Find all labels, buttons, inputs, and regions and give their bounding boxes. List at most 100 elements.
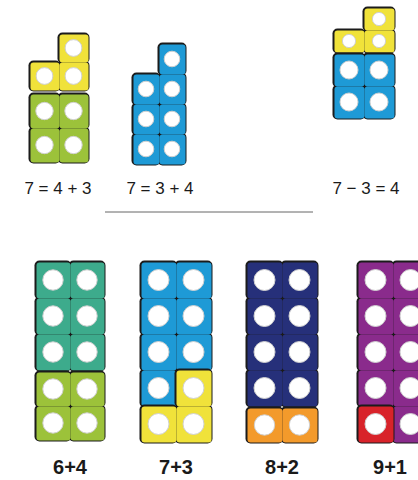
piece-fill bbox=[365, 87, 395, 119]
piece-fill bbox=[359, 263, 394, 299]
piece-hole bbox=[400, 306, 418, 327]
piece-outline bbox=[69, 371, 106, 408]
piece-hole bbox=[43, 306, 63, 326]
piece-hole bbox=[148, 306, 169, 327]
piece-fill bbox=[31, 95, 60, 129]
piece-fill bbox=[60, 63, 89, 91]
piece-hole bbox=[138, 141, 154, 157]
piece-fill bbox=[37, 299, 71, 335]
piece-fill bbox=[283, 409, 318, 443]
piece-outline bbox=[175, 333, 213, 372]
piece-outline bbox=[58, 33, 90, 64]
piece-hole bbox=[138, 111, 154, 127]
piece-hole bbox=[164, 111, 180, 127]
piece-outline bbox=[158, 73, 187, 106]
piece-hole bbox=[36, 102, 53, 119]
piece-outline bbox=[140, 261, 178, 300]
piece-hole bbox=[400, 342, 418, 363]
piece-outline bbox=[69, 297, 106, 336]
piece-outline bbox=[69, 261, 106, 300]
piece-fill bbox=[142, 335, 177, 371]
numicon-piece bbox=[35, 261, 106, 372]
piece-fill bbox=[359, 335, 394, 371]
piece-outline bbox=[363, 29, 396, 54]
piece-hole bbox=[289, 415, 309, 435]
piece-fill bbox=[359, 299, 394, 335]
piece-hole bbox=[254, 378, 275, 399]
piece-outline bbox=[158, 133, 187, 166]
piece-fill bbox=[160, 135, 186, 165]
equation-caption: 7 = 3 + 4 bbox=[126, 180, 193, 199]
piece-fill bbox=[142, 371, 177, 407]
piece-hole bbox=[365, 342, 386, 363]
piece-outline bbox=[363, 53, 396, 88]
piece-hole bbox=[372, 34, 385, 47]
piece-outline bbox=[132, 103, 161, 136]
piece-hole bbox=[148, 378, 169, 399]
piece-fill bbox=[394, 263, 418, 299]
piece-hole bbox=[164, 51, 180, 67]
piece-hole bbox=[400, 378, 418, 399]
piece-fill bbox=[142, 299, 177, 335]
piece-hole bbox=[77, 342, 97, 362]
piece-outline bbox=[246, 407, 284, 444]
equation-caption: 7 = 4 + 3 bbox=[24, 180, 91, 199]
piece-outline bbox=[281, 297, 319, 336]
piece-fill bbox=[142, 263, 177, 299]
piece-fill bbox=[365, 55, 395, 87]
piece-outline bbox=[363, 7, 396, 32]
piece-hole bbox=[370, 93, 388, 111]
piece-fill bbox=[71, 373, 105, 407]
piece-hole bbox=[148, 342, 169, 363]
piece-outline bbox=[35, 405, 72, 442]
piece-fill bbox=[394, 407, 418, 443]
numicon-piece bbox=[140, 261, 213, 408]
piece-hole bbox=[148, 414, 169, 435]
piece-hole bbox=[65, 136, 82, 153]
piece-hole bbox=[254, 270, 275, 291]
piece-outline bbox=[175, 405, 213, 444]
separator-line bbox=[105, 212, 313, 213]
piece-fill bbox=[394, 299, 418, 335]
piece-hole bbox=[254, 342, 275, 363]
numicon-piece bbox=[132, 43, 187, 166]
piece-outline bbox=[69, 333, 106, 372]
piece-hole bbox=[77, 270, 97, 290]
piece-outline bbox=[357, 405, 395, 444]
piece-outline bbox=[281, 333, 319, 372]
piece-fill bbox=[283, 299, 318, 335]
piece-outline bbox=[140, 333, 178, 372]
piece-outline bbox=[357, 297, 395, 336]
piece-fill bbox=[365, 9, 395, 31]
piece-outline bbox=[246, 261, 284, 300]
numicon-piece bbox=[357, 261, 418, 444]
piece-outline bbox=[29, 127, 61, 164]
piece-outline bbox=[392, 333, 418, 372]
piece-outline bbox=[357, 261, 395, 300]
piece-outline bbox=[140, 369, 178, 408]
piece-fill bbox=[394, 335, 418, 371]
numicon-piece bbox=[246, 407, 319, 444]
piece-outline bbox=[246, 297, 284, 336]
piece-hole bbox=[365, 306, 386, 327]
equation-caption: 8+2 bbox=[265, 456, 299, 478]
piece-outline bbox=[392, 369, 418, 408]
piece-outline bbox=[175, 261, 213, 300]
piece-fill bbox=[365, 31, 395, 53]
piece-hole bbox=[148, 270, 169, 291]
piece-hole bbox=[183, 270, 204, 291]
piece-outline bbox=[246, 333, 284, 372]
piece-fill bbox=[283, 371, 318, 407]
equation-caption: 9+1 bbox=[373, 456, 407, 478]
piece-fill bbox=[394, 371, 418, 407]
piece-fill bbox=[31, 63, 60, 91]
piece-hole bbox=[183, 306, 204, 327]
piece-outline bbox=[35, 371, 72, 408]
piece-fill bbox=[71, 335, 105, 371]
piece-hole bbox=[289, 378, 310, 399]
piece-outline bbox=[333, 53, 366, 88]
piece-outline bbox=[35, 297, 72, 336]
piece-fill bbox=[248, 299, 283, 335]
piece-hole bbox=[340, 93, 358, 111]
